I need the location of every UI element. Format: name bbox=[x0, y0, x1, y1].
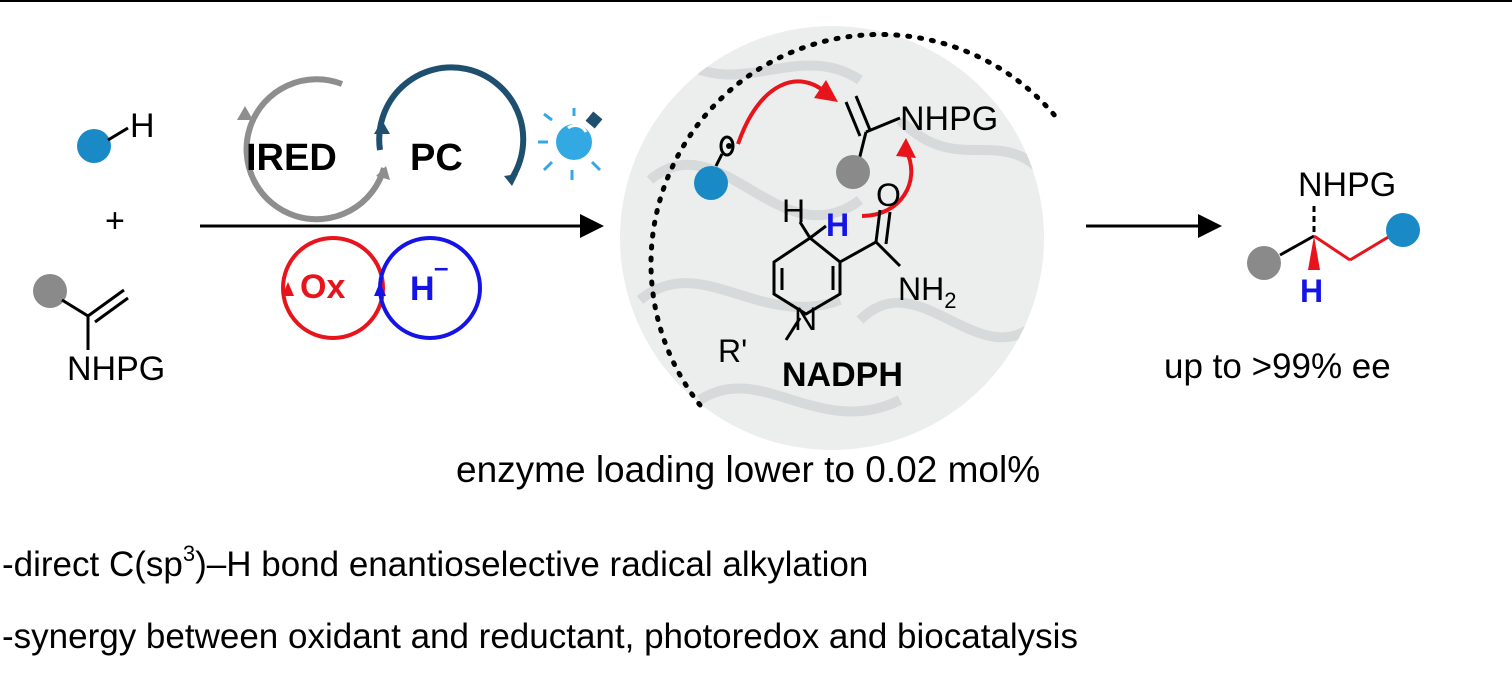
radical-attack-arrow bbox=[736, 79, 827, 145]
site-gray-ball bbox=[836, 155, 870, 189]
light-bulb-icon bbox=[538, 108, 603, 180]
cofactor-h-blue: H bbox=[826, 207, 849, 243]
active-site: NHPG H H O NH2 N R' NADPH bbox=[620, 26, 1063, 450]
ring-n: N bbox=[794, 301, 817, 337]
hydride-charge: – bbox=[434, 252, 448, 282]
catalytic-cycles: IRED PC Ox H – bbox=[237, 64, 527, 340]
dotted-border bbox=[648, 32, 1063, 408]
stereo-wedge bbox=[1308, 236, 1320, 270]
radical-blue-ball bbox=[694, 166, 728, 200]
enzyme-background bbox=[620, 26, 1044, 450]
ired-cycle bbox=[243, 76, 387, 223]
ox-label: Ox bbox=[300, 268, 345, 306]
ired-label: IRED bbox=[246, 137, 337, 179]
bullet-synergy: -synergy between oxidant and reductant, … bbox=[2, 617, 1078, 656]
nadph-structure bbox=[772, 209, 902, 341]
pc-cycle bbox=[376, 64, 527, 180]
blue-substrate-ball bbox=[77, 129, 111, 163]
enamide-nhpg-label: NHPG bbox=[67, 350, 165, 388]
amide-nh2: NH2 bbox=[898, 271, 956, 313]
product-gray-ball bbox=[1247, 246, 1281, 280]
product-stereo-h: H bbox=[1300, 273, 1323, 309]
cofactor-h-black: H bbox=[782, 193, 805, 229]
ox-cycle bbox=[281, 236, 385, 340]
bullet-radical-alkylation: -direct C(sp3)–H bond enantioselective r… bbox=[2, 541, 869, 584]
product: NHPG H up to >99% ee bbox=[1164, 166, 1420, 386]
enamide-bonds bbox=[61, 298, 90, 350]
enzyme-loading-caption: enzyme loading lower to 0.02 mol% bbox=[456, 449, 1040, 490]
pc-label: PC bbox=[410, 137, 463, 179]
hydrogen-label: H bbox=[130, 107, 155, 145]
carbonyl-o: O bbox=[876, 177, 901, 213]
gray-substrate-ball bbox=[33, 274, 67, 308]
nadph-label: NADPH bbox=[782, 356, 903, 394]
hydrogen-transfer-arrow bbox=[861, 149, 914, 218]
hydride-label: H bbox=[410, 270, 435, 308]
product-blue-ball bbox=[1386, 213, 1420, 247]
site-nhpg-label: NHPG bbox=[900, 100, 998, 138]
reactants: H + NHPG bbox=[33, 107, 165, 388]
product-nhpg-label: NHPG bbox=[1298, 166, 1396, 204]
plus-sign: + bbox=[105, 202, 125, 240]
ee-caption: up to >99% ee bbox=[1164, 347, 1391, 386]
r-prime: R' bbox=[718, 333, 747, 369]
